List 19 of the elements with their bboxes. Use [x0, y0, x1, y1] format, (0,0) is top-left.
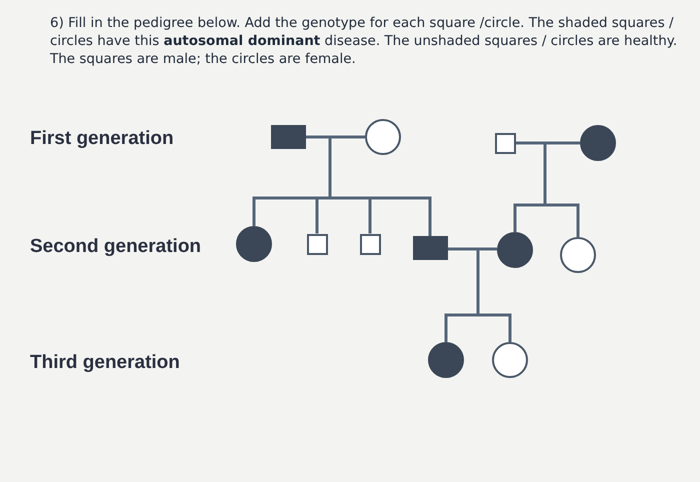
pedigree-line [252, 136, 432, 238]
generation-label: First generation [30, 128, 174, 150]
unshaded-male-square [494, 132, 516, 154]
shaded-male-square [270, 125, 306, 149]
unshaded-female-circle [560, 237, 596, 273]
shaded-female-circle [428, 342, 464, 378]
shaded-female-circle [236, 226, 272, 262]
pedigree-line [444, 248, 512, 344]
pedigree-line [514, 142, 582, 238]
unshaded-female-circle [365, 119, 401, 155]
unshaded-male-square [306, 234, 328, 254]
shaded-female-circle [580, 125, 616, 161]
unshaded-female-circle [492, 342, 528, 378]
unshaded-male-square [360, 234, 380, 254]
shaded-male-square [412, 236, 448, 260]
generation-label: Second generation [30, 236, 202, 258]
shaded-female-circle [497, 232, 533, 268]
generation-label: Third generation [30, 352, 180, 374]
question-text: 6) Fill in the pedigree below. Add the genotype for each square /circle. The shaded squares / circles have this autosomal dominant disease. The unshaded squares / circles are healthy. The squares are male; the circles are female. [50, 14, 678, 69]
